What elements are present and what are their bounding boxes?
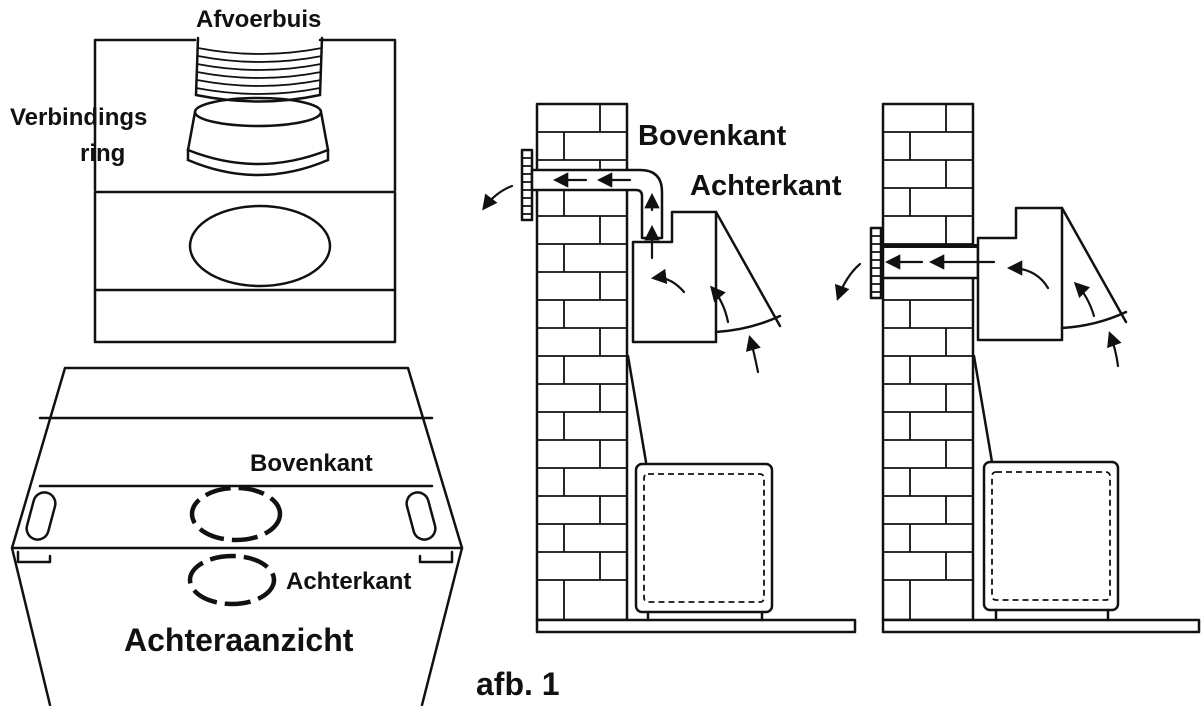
label-ring-line1: Verbindings <box>10 104 148 131</box>
duct-connection-detail <box>93 36 397 344</box>
label-back-rear: Achterkant <box>286 568 412 595</box>
back-outlet <box>187 553 277 607</box>
duct-opening <box>188 204 332 288</box>
label-top-side: Bovenkant <box>638 120 787 152</box>
wall-grille-right <box>869 226 883 300</box>
label-rear-view: Achteraanzicht <box>124 622 354 658</box>
back-exhaust-installation <box>834 102 1201 634</box>
top-exhaust-installation <box>482 102 857 634</box>
brick-wall-right <box>881 102 975 622</box>
label-back-side: Achterkant <box>690 170 842 202</box>
exhaust-duct <box>194 36 324 103</box>
figure-caption: afb. 1 <box>476 666 560 702</box>
hood-rear-view <box>10 366 464 707</box>
connection-ring <box>186 96 330 177</box>
brick-wall-left <box>535 102 629 622</box>
label-duct: Afvoerbuis <box>196 6 322 33</box>
wall-grille-left <box>520 148 534 222</box>
label-ring-line2: ring <box>80 140 126 167</box>
label-top-rear: Bovenkant <box>250 450 373 477</box>
top-outlet <box>189 485 283 543</box>
